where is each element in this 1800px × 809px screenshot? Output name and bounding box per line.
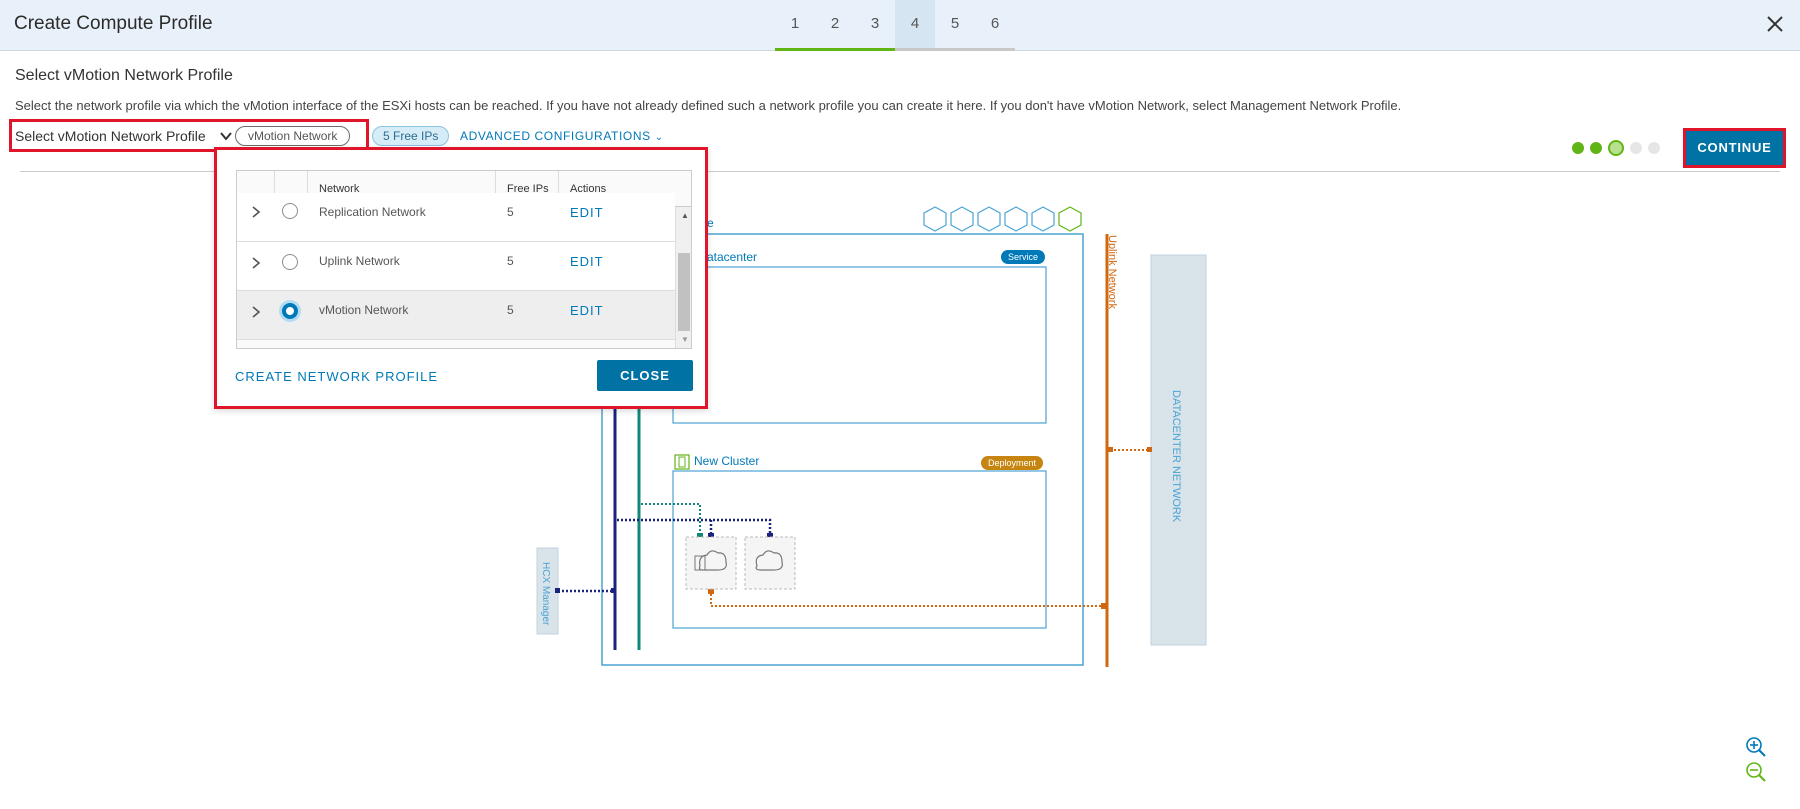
- advanced-configurations-label: ADVANCED CONFIGURATIONS: [460, 129, 651, 143]
- free-ips-badge: 5 Free IPs: [372, 126, 450, 146]
- section-title: Select vMotion Network Profile: [15, 67, 233, 84]
- network-name: Uplink Network: [319, 254, 400, 268]
- advanced-configurations-link[interactable]: ADVANCED CONFIGURATIONS⌄: [460, 129, 664, 143]
- chevron-right-icon[interactable]: [251, 256, 261, 270]
- wizard-title: Create Compute Profile: [14, 13, 213, 34]
- hcx-manager-label: HCX Manager: [540, 562, 551, 626]
- network-name: vMotion Network: [319, 303, 409, 317]
- datacenter-network-label: DATACENTER NETWORK: [1170, 390, 1182, 523]
- continue-button[interactable]: CONTINUE: [1683, 128, 1786, 168]
- progress-dot-current: [1608, 140, 1624, 156]
- site-label: e: [707, 216, 714, 230]
- wizard-header: Create Compute Profile 1 2 3 4 5 6: [0, 0, 1800, 51]
- row-radio-selected[interactable]: [282, 303, 298, 319]
- chevron-right-icon[interactable]: [251, 205, 261, 219]
- divider: [20, 171, 1780, 172]
- chevron-right-icon[interactable]: [251, 305, 261, 319]
- network-profile-grid: Network Free IPs Actions Replication Net…: [236, 170, 692, 349]
- step-3[interactable]: 3: [855, 0, 895, 51]
- free-ips-value: 5: [507, 303, 514, 317]
- grid-row[interactable]: Replication Network 5 EDIT: [237, 193, 675, 242]
- step-1[interactable]: 1: [775, 0, 815, 51]
- scroll-up-icon[interactable]: ▲: [681, 211, 689, 220]
- scroll-thumb[interactable]: [678, 253, 690, 331]
- cluster-label: New Cluster: [694, 454, 760, 468]
- close-icon[interactable]: [1763, 12, 1787, 36]
- edit-link[interactable]: EDIT: [570, 303, 604, 318]
- service-badge: Service: [1001, 250, 1046, 264]
- row-radio[interactable]: [282, 254, 298, 270]
- step-4[interactable]: 4: [895, 0, 935, 51]
- network-profile-select-label: Select vMotion Network Profile: [15, 128, 206, 144]
- deployment-badge: Deployment: [981, 456, 1044, 470]
- progress-dot-complete: [1572, 142, 1584, 154]
- progress-dot-complete: [1590, 142, 1602, 154]
- edit-link[interactable]: EDIT: [570, 205, 604, 220]
- chevron-down-icon: ⌄: [654, 132, 664, 143]
- wizard-steps: 1 2 3 4 5 6: [775, 0, 1015, 51]
- uplink-network-label: Uplink Network: [1106, 235, 1118, 309]
- create-network-profile-link[interactable]: CREATE NETWORK PROFILE: [235, 369, 439, 384]
- grid-header-network[interactable]: Network: [308, 171, 496, 207]
- free-ips-value: 5: [507, 205, 514, 219]
- edit-link[interactable]: EDIT: [570, 254, 604, 269]
- grid-row-selected[interactable]: vMotion Network 5 EDIT: [237, 291, 675, 340]
- scroll-down-icon[interactable]: ▼: [681, 335, 689, 344]
- service-icons: [923, 206, 1082, 232]
- chevron-down-icon[interactable]: [219, 129, 233, 143]
- progress-dot-pending: [1630, 142, 1642, 154]
- progress-dot-pending: [1648, 142, 1660, 154]
- grid-header-select: [275, 171, 308, 207]
- step-2[interactable]: 2: [815, 0, 855, 51]
- grid-header-free-ips[interactable]: Free IPs: [496, 171, 559, 207]
- grid-header-expand: [237, 171, 275, 207]
- free-ips-value: 5: [507, 254, 514, 268]
- service-datacenter-label: atacenter: [707, 250, 758, 264]
- grid-header-actions: Actions: [570, 183, 607, 195]
- step-5[interactable]: 5: [935, 0, 975, 51]
- close-button[interactable]: CLOSE: [597, 360, 693, 391]
- network-profile-dropdown: Network Free IPs Actions Replication Net…: [214, 147, 708, 409]
- grid-scrollbar[interactable]: ▲ ▼: [675, 207, 691, 348]
- zoom-in-icon[interactable]: [1745, 736, 1767, 758]
- section-description: Select the network profile via which the…: [15, 98, 1402, 113]
- progress-indicator: [1572, 140, 1660, 156]
- grid-row[interactable]: Uplink Network 5 EDIT: [237, 242, 675, 291]
- zoom-out-icon[interactable]: [1745, 761, 1767, 783]
- selected-network-chip: vMotion Network: [235, 126, 351, 146]
- row-radio[interactable]: [282, 203, 298, 219]
- step-6[interactable]: 6: [975, 0, 1015, 51]
- network-name: Replication Network: [319, 205, 426, 219]
